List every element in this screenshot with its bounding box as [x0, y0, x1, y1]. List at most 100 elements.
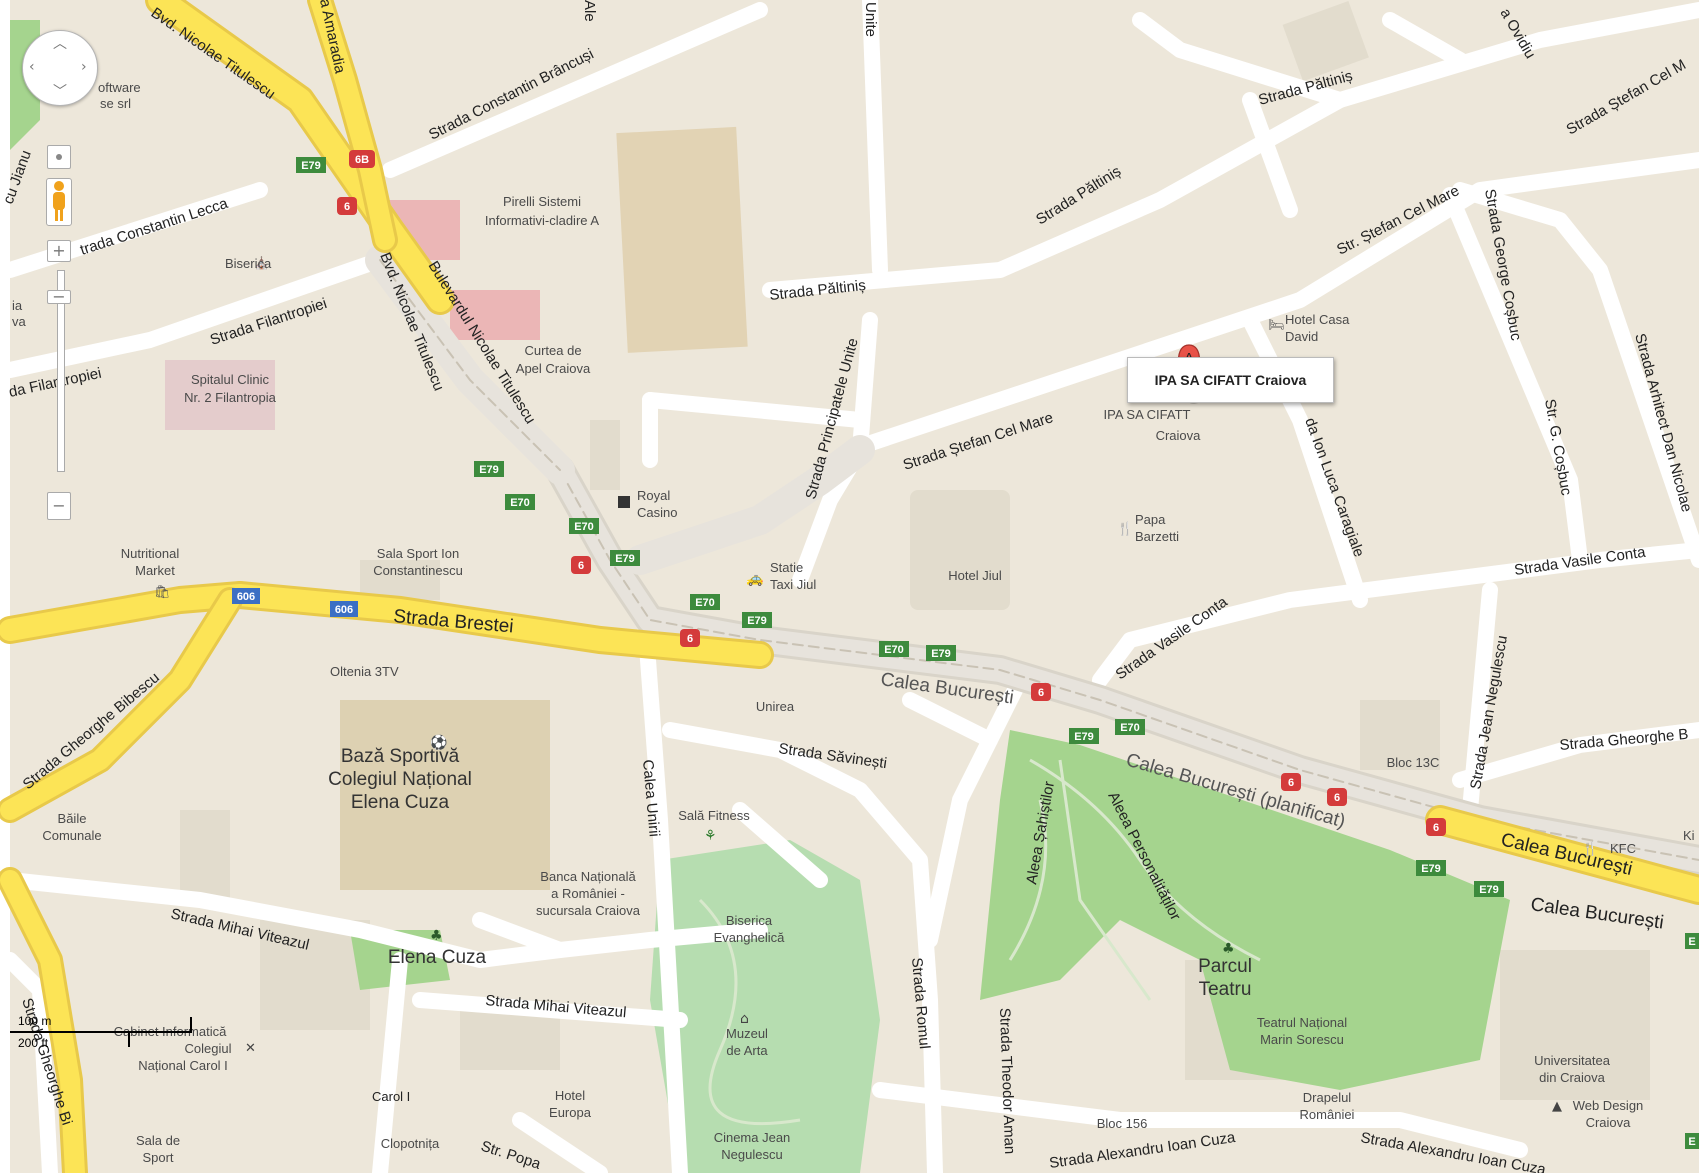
poi-label: Apel Craiova [516, 361, 591, 376]
shield-6: 6 [571, 556, 591, 574]
shield-6: 6 [1426, 818, 1446, 836]
poi-label: Cinema Jean [714, 1130, 791, 1145]
pan-control[interactable]: ︿ ﹀ ‹ › [22, 30, 98, 106]
poi-label: Sală Fitness [678, 808, 750, 823]
shield-606: 606 [232, 588, 260, 604]
poi-label: KFC [1610, 841, 1636, 856]
poi-label: Comunale [42, 828, 101, 843]
poi-label: David [1285, 329, 1318, 344]
poi-label: Sport [142, 1150, 173, 1165]
poi-label: Muzeul [726, 1026, 768, 1041]
shield-e79: E79 [742, 612, 772, 628]
poi-label: Marin Sorescu [1260, 1032, 1344, 1047]
poi-label: Bază Sportivă [341, 746, 460, 767]
poi-label: Hotel [555, 1088, 585, 1103]
poi-label: Banca Națională [540, 869, 636, 884]
museum-icon: ⌂ [740, 1011, 749, 1027]
poi-label: Evanghelică [714, 930, 786, 945]
road-label: Unite [862, 2, 879, 37]
poi-label: sucursala Craiova [536, 903, 641, 918]
poi-label: oftware [98, 80, 141, 95]
restaurant-icon: 🍴 [1117, 521, 1133, 537]
street-view-pegman[interactable] [46, 178, 72, 226]
poi-label: Craiova [1586, 1115, 1632, 1130]
poi-label: Unirea [756, 699, 795, 714]
poi-label: Barzetti [1135, 529, 1179, 544]
poi-label: Bloc 156 [1097, 1116, 1148, 1131]
poi-label: Hotel Jiul [948, 568, 1002, 583]
svg-text:E: E [1688, 1136, 1695, 1148]
shield-6: 6 [1031, 683, 1051, 701]
marker-info-box[interactable]: IPA SA CIFATT Craiova [1127, 357, 1334, 403]
zoom-in-button[interactable]: + [47, 240, 71, 262]
svg-text:E70: E70 [1120, 722, 1140, 734]
poi-label: Național Carol I [138, 1058, 228, 1073]
poi-label: Biserica [225, 256, 272, 271]
poi-label: Taxi Jiul [770, 577, 816, 592]
my-location-button[interactable] [47, 145, 71, 169]
hotel-icon: 🛏 [1268, 318, 1285, 333]
poi-label: Parcul [1198, 956, 1252, 977]
poi-label: Elena Cuza [388, 947, 487, 968]
poi-label: Pirelli Sistemi [503, 194, 581, 209]
poi-label: Informativi-cladire A [485, 213, 599, 228]
shield-e70: E70 [569, 518, 599, 534]
marker-info-label: IPA SA CIFATT Craiova [1154, 372, 1307, 388]
svg-text:606: 606 [237, 591, 255, 603]
svg-text:E70: E70 [574, 521, 594, 533]
poi-label: României [1300, 1107, 1355, 1122]
restaurant-icon: 🍴 [1582, 841, 1598, 857]
svg-text:E79: E79 [479, 464, 499, 476]
shield-6: 6 [680, 629, 700, 647]
svg-text:E: E [1688, 936, 1695, 948]
poi-label: Bloc 13C [1387, 755, 1440, 770]
poi-label: Drapelul [1303, 1090, 1352, 1105]
poi-label: IPA SA CIFATT [1104, 407, 1191, 422]
poi-label: Carol I [372, 1089, 410, 1104]
pan-left-icon[interactable]: ‹ [29, 59, 35, 75]
zoom-out-button[interactable]: − [47, 492, 71, 520]
shield-e79: E79 [1416, 860, 1446, 876]
shield-e79: E79 [296, 157, 326, 173]
shield-6: 6 [1281, 773, 1301, 791]
fitness-icon: ⚘ [704, 828, 717, 844]
poi-label: Băile [58, 811, 87, 826]
poi-label: Universitatea [1534, 1053, 1611, 1068]
pan-right-icon[interactable]: › [81, 59, 87, 75]
road-label: Strada Theodor Aman [996, 1008, 1018, 1155]
svg-text:E79: E79 [1421, 863, 1441, 875]
poi-label: Elena Cuza [351, 792, 450, 813]
shield-6: 6 [1327, 788, 1347, 806]
shield-e: E [1685, 933, 1699, 949]
poi-label: a României - [551, 886, 625, 901]
pan-down-icon[interactable]: ﹀ [53, 84, 67, 100]
scale-imperial-label: 200 ft [18, 1036, 49, 1050]
poi-label: Europa [549, 1105, 592, 1120]
shield-e79: E79 [474, 461, 504, 477]
poi-label: Teatrul Național [1257, 1015, 1347, 1030]
poi-label: Curtea de [524, 343, 581, 358]
svg-text:606: 606 [335, 604, 353, 616]
shopping-icon: 🛍 [154, 584, 171, 600]
svg-text:6: 6 [344, 201, 350, 213]
shield-6b: 6B [349, 150, 375, 168]
pegman-icon [53, 181, 65, 221]
svg-text:E70: E70 [884, 644, 904, 656]
school-icon: ✕ [245, 1041, 256, 1056]
poi-label: Negulescu [721, 1147, 782, 1162]
zoom-slider-handle[interactable]: − [47, 289, 71, 305]
poi-label: Teatru [1199, 979, 1252, 1000]
pan-up-icon[interactable]: ︿ [53, 36, 67, 52]
poi-label: Casino [637, 505, 677, 520]
tree-icon: ♣ [430, 928, 443, 944]
poi-label: Colegiul [185, 1041, 232, 1056]
main-road [365, 245, 1699, 875]
location-dot-icon [56, 153, 62, 160]
zoom-slider-track[interactable] [57, 270, 65, 472]
poi-label: Oltenia 3TV [330, 664, 399, 679]
shield-e70: E70 [879, 641, 909, 657]
